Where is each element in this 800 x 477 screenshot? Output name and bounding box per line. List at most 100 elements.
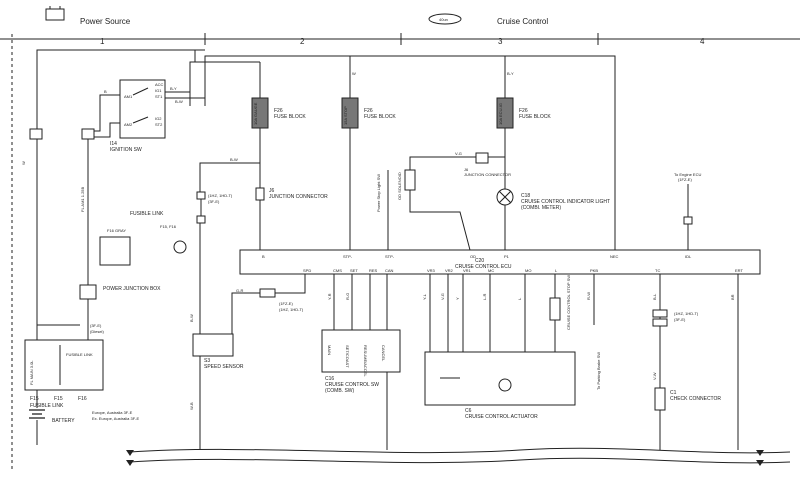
svg-text:B-L: B-L: [652, 293, 657, 300]
svg-text:(3F-E): (3F-E): [90, 323, 102, 328]
svg-text:CRUISE CONTROL INDICATOR LIGHT: CRUISE CONTROL INDICATOR LIGHT: [521, 199, 610, 205]
check-connector: C1 CHECK CONNECTOR B-L V-W (1HZ, 1HD-T) …: [652, 274, 721, 450]
svg-text:(1HZ, 1HD-T): (1HZ, 1HD-T): [674, 311, 699, 316]
motor-icon: [498, 378, 512, 392]
svg-text:F16: F16: [78, 396, 87, 402]
svg-text:B: B: [104, 89, 107, 94]
ignition-switch: ACC IG1 ST1 AM1 IG2 ST2 AM2 I14 IGNITION…: [94, 79, 205, 153]
svg-text:Ex. Europe, Australia 3F-E: Ex. Europe, Australia 3F-E: [92, 416, 139, 421]
svg-text:F15: F15: [30, 396, 39, 402]
svg-text:BATTERY: BATTERY: [52, 418, 75, 424]
cruise-actuator: C6 CRUISE CONTROL ACTUATOR Y-L V-G Y L-R…: [422, 274, 576, 420]
svg-text:SET/COAST: SET/COAST: [345, 345, 350, 368]
svg-text:NEC: NEC: [610, 254, 619, 259]
parking-brake-ref: To Parking Brake SW R-W: [586, 274, 601, 390]
svg-text:(1FZ-E): (1FZ-E): [678, 177, 692, 182]
svg-text:L-R: L-R: [482, 293, 487, 300]
battery-icon: [45, 8, 65, 21]
svg-text:FUSE BLOCK: FUSE BLOCK: [519, 114, 551, 120]
svg-text:STP-: STP-: [343, 254, 353, 259]
svg-text:B-W: B-W: [175, 99, 183, 104]
svg-text:(3F-E): (3F-E): [674, 317, 686, 322]
ignition-id: I14: [110, 141, 117, 147]
svg-text:B-W: B-W: [230, 157, 238, 162]
header-right-title: Cruise Control: [497, 17, 548, 26]
fuse-block-1: 10A GAUGE F26 FUSE BLOCK: [251, 97, 306, 250]
svg-text:Y-L: Y-L: [422, 293, 427, 300]
svg-text:STP-: STP-: [385, 254, 395, 259]
header-left-title: Power Source: [80, 17, 131, 26]
svg-text:POWER JUNCTION BOX: POWER JUNCTION BOX: [103, 286, 161, 292]
svg-text:S3: S3: [204, 358, 210, 364]
svg-text:R-W: R-W: [586, 292, 591, 300]
ground-bus: [126, 447, 791, 466]
svg-text:IG1: IG1: [155, 88, 162, 93]
svg-text:FUSE BLOCK: FUSE BLOCK: [364, 114, 396, 120]
svg-text:ST1: ST1: [155, 94, 163, 99]
svg-text:FUSIBLE LINK: FUSIBLE LINK: [30, 403, 64, 409]
svg-text:R-G: R-G: [345, 293, 350, 300]
svg-text:CRUISE CONTROL ECU: CRUISE CONTROL ECU: [455, 264, 512, 270]
svg-text:AM2: AM2: [124, 122, 133, 127]
power-source-section: W FL AM1 1.25B FUSIBLE LINK F16 GRAY F15…: [21, 128, 187, 445]
svg-text:SET: SET: [350, 268, 358, 273]
speed-sensor: G-R (1FZ-E) (1HZ, 1HD-T) S3 SPEED SENSOR…: [189, 223, 306, 450]
svg-text:IG2: IG2: [155, 116, 162, 121]
svg-text:(1FZ-E): (1FZ-E): [279, 301, 293, 306]
junction-connector-right: J6 JUNCTION CONNECTOR V-G OD SOLENOID Po…: [376, 151, 511, 251]
logo-text: 40un: [439, 17, 448, 22]
header: Power Source 40un Cruise Control: [45, 6, 548, 26]
column-bar: 1 2 3 4: [0, 33, 800, 46]
svg-text:B-Y: B-Y: [507, 71, 514, 76]
svg-text:(COMBI. METER): (COMBI. METER): [521, 205, 561, 211]
svg-text:F16 GRAY: F16 GRAY: [107, 228, 126, 233]
svg-text:(Diesel): (Diesel): [90, 329, 104, 334]
svg-text:FUSIBLE LINK: FUSIBLE LINK: [66, 352, 93, 357]
svg-text:(1HZ, 1HD-T): (1HZ, 1HD-T): [208, 193, 233, 198]
svg-text:ERT: ERT: [735, 268, 743, 273]
svg-text:Y-R: Y-R: [327, 293, 332, 300]
svg-text:(1HZ, 1HD-T): (1HZ, 1HD-T): [279, 307, 304, 312]
svg-text:OD: OD: [470, 254, 476, 259]
svg-text:FL MAIN 3.0L: FL MAIN 3.0L: [29, 360, 34, 385]
svg-text:10A GAUGE: 10A GAUGE: [253, 102, 258, 125]
junction-connector-left: (1HZ, 1HD-T) (3F-E) J6 JUNCTION CONNECTO…: [196, 157, 328, 224]
svg-text:CAN: CAN: [385, 268, 394, 273]
svg-text:CRUISE CONTROL ACTUATOR: CRUISE CONTROL ACTUATOR: [465, 414, 538, 420]
svg-text:FUSE BLOCK: FUSE BLOCK: [274, 114, 306, 120]
cruise-indicator-light: C18 CRUISE CONTROL INDICATOR LIGHT (COMB…: [496, 128, 610, 250]
svg-text:IDL: IDL: [685, 254, 692, 259]
svg-text:VR1: VR1: [463, 268, 472, 273]
svg-text:L: L: [517, 297, 522, 300]
column-4: 4: [700, 37, 705, 46]
svg-text:Power Stop Light SW: Power Stop Light SW: [376, 174, 381, 212]
svg-text:(COMB. SW): (COMB. SW): [325, 388, 354, 394]
cruise-control-switch: MAIN SET/COAST RESUME/ACCEL CANCEL C16 C…: [321, 274, 401, 450]
column-1: 1: [100, 37, 105, 46]
column-2: 2: [300, 37, 305, 46]
svg-text:C1: C1: [670, 390, 677, 396]
svg-text:ACC: ACC: [155, 82, 164, 87]
svg-text:To Engine ECU: To Engine ECU: [674, 172, 701, 177]
svg-text:FUSIBLE LINK: FUSIBLE LINK: [130, 211, 164, 217]
od-solenoid: [404, 169, 416, 191]
svg-text:To Parking Brake SW: To Parking Brake SW: [596, 352, 601, 390]
svg-text:RES: RES: [369, 268, 378, 273]
svg-text:CRUISE CONTROL STOP SW: CRUISE CONTROL STOP SW: [566, 275, 571, 330]
svg-text:F15, F16: F15, F16: [160, 224, 177, 229]
svg-text:V-G: V-G: [440, 293, 445, 300]
svg-text:TC: TC: [655, 268, 660, 273]
svg-text:C18: C18: [521, 193, 530, 199]
svg-text:P1: P1: [504, 254, 510, 259]
svg-text:Y: Y: [455, 297, 460, 300]
svg-text:B: B: [262, 254, 265, 259]
svg-text:F26: F26: [274, 108, 283, 114]
svg-text:VR3: VR3: [427, 268, 436, 273]
svg-text:CRUISE CONTROL SW: CRUISE CONTROL SW: [325, 382, 379, 388]
fuse-block-3: 10A ECU-IG F26 FUSE BLOCK B-Y: [496, 71, 551, 129]
svg-text:V-G: V-G: [455, 151, 462, 156]
svg-text:J6: J6: [269, 188, 275, 194]
svg-text:PKB: PKB: [590, 268, 598, 273]
svg-text:B-Y: B-Y: [170, 86, 177, 91]
